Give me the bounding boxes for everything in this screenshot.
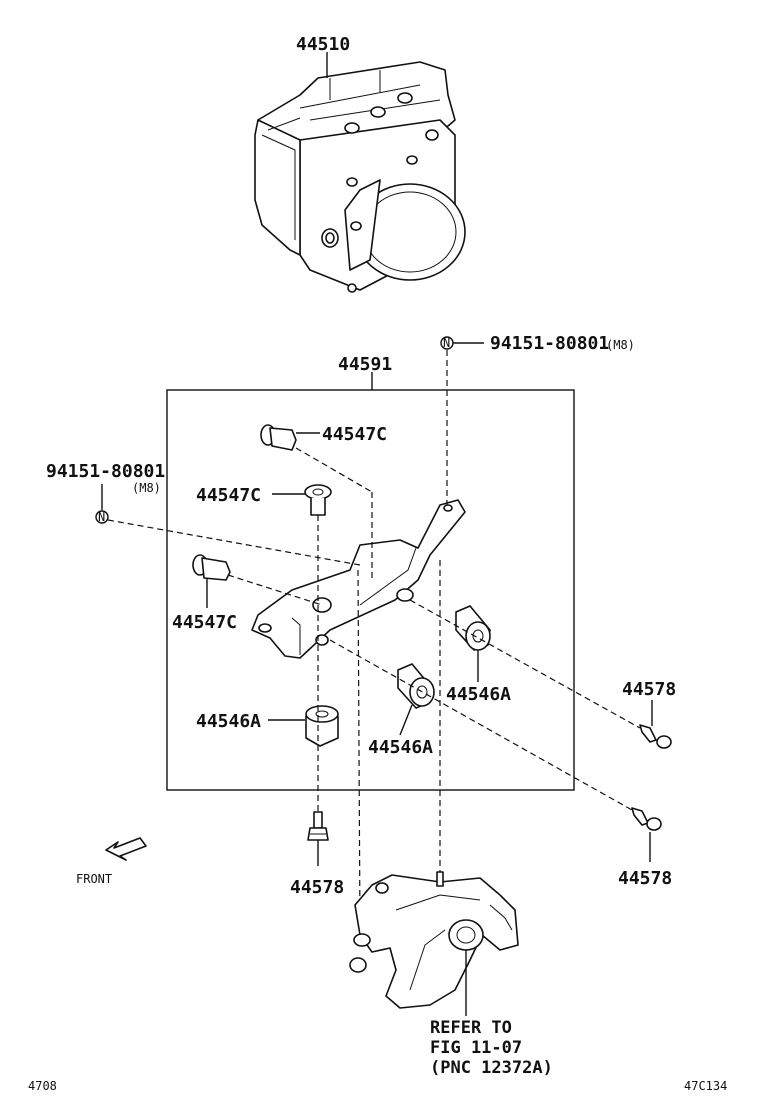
cushion-center [397,663,435,709]
bolt-bottom [307,811,329,841]
label-bolt-right-upper: 44578 [622,679,676,700]
label-bolt-right-lower: 44578 [618,868,672,889]
label-collar-top: 44547C [322,424,387,445]
abs-actuator [254,61,466,293]
label-collar-left: 44547C [172,612,237,633]
bracket-assy-box [166,389,575,791]
collar-top [260,424,297,451]
label-refer-3: (PNC 12372A) [430,1058,553,1078]
label-refer-2: FIG 11-07 [430,1038,522,1058]
nut-symbol-left: N [95,510,109,524]
collar-mid [304,484,332,516]
svg-text:N: N [443,336,450,350]
label-bolt-top: 94151-80801 [490,333,609,354]
label-cushion-right: 44546A [446,684,511,705]
label-front: FRONT [76,872,112,886]
label-collar-mid: 44547C [196,485,261,506]
nut-symbol-top: N [440,336,454,350]
label-bolt-left: 94151-80801 [46,461,165,482]
label-44510: 44510 [296,34,350,55]
cushion-left [305,705,339,747]
front-arrow-icon [105,837,147,861]
label-bolt-left-size: (M8) [132,481,161,495]
svg-text:N: N [98,510,105,524]
lower-mount-bracket [349,871,519,1009]
assembly-lines [107,350,641,931]
bolt-right-upper [639,724,672,749]
label-cushion-center: 44546A [368,737,433,758]
label-bolt-top-size: (M8) [606,338,635,352]
collar-left [192,554,231,581]
label-refer-1: REFER TO [430,1018,512,1038]
bolt-right-lower [631,807,662,831]
label-cushion-left: 44546A [196,711,261,732]
label-bolt-bottom: 44578 [290,877,344,898]
label-44591: 44591 [338,354,392,375]
cushion-right [455,605,491,651]
footer-left: 4708 [28,1079,57,1093]
footer-right: 47C134 [684,1079,727,1093]
